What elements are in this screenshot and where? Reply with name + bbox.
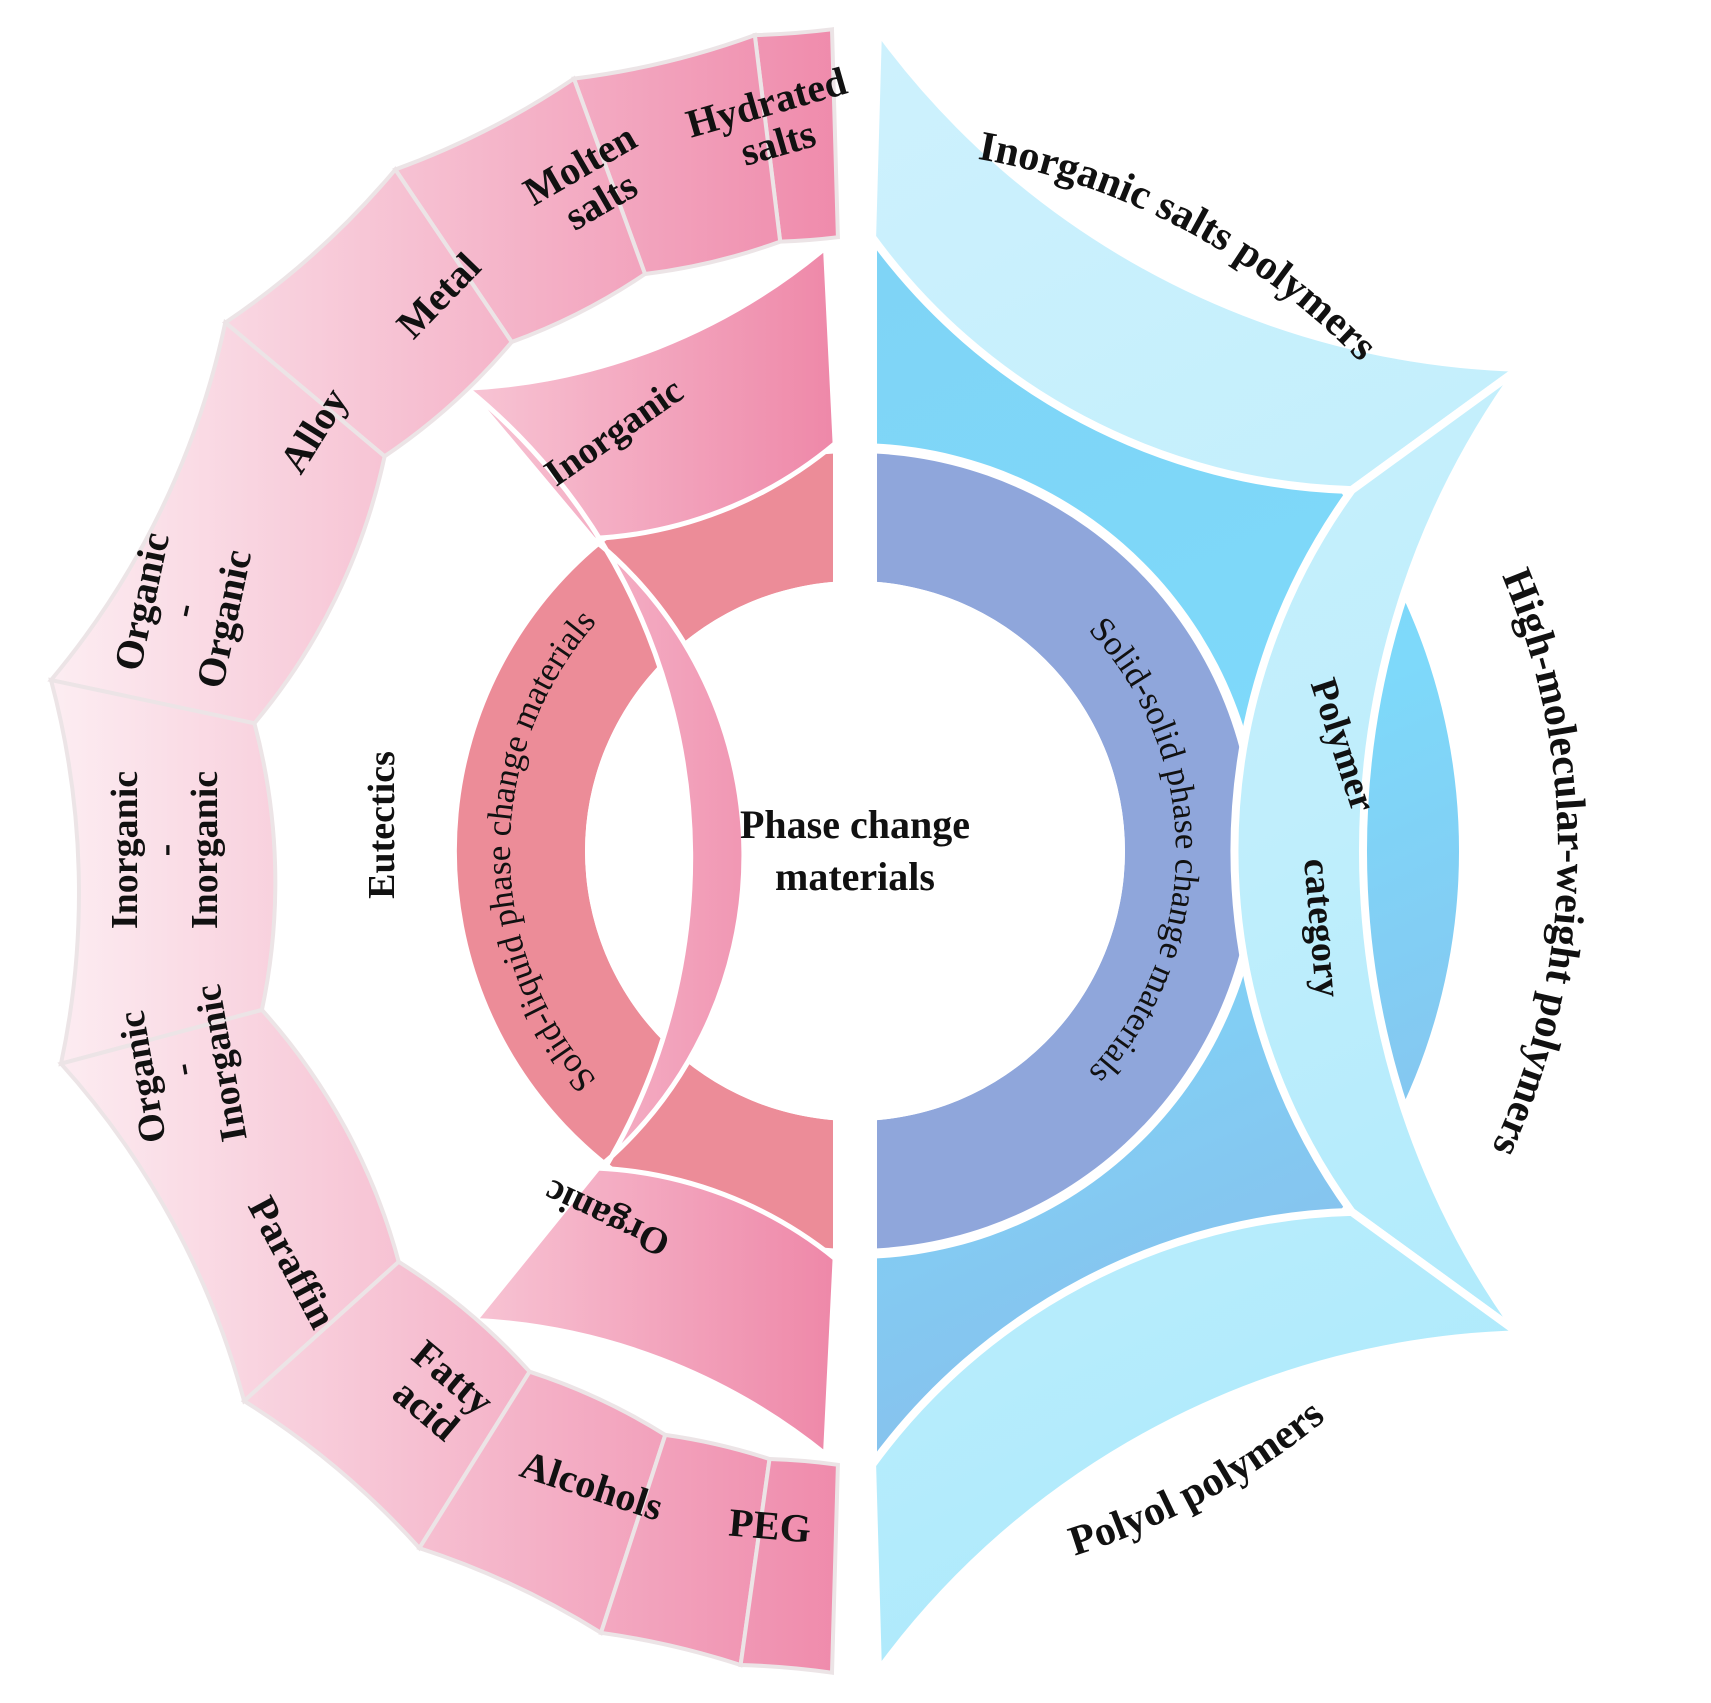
outer-label-peg: PEG [727,1499,813,1551]
outer-label-line: PEG [727,1499,813,1551]
inner-ring-left-segment [456,453,833,1249]
center-title-line2: materials [775,854,935,899]
outer-label-line: Inorganic [104,771,146,929]
outer-segment-peg [738,1456,840,1675]
outer-label-line: - [144,844,186,857]
outer-segment-high-molecular-weight-polymers [1230,364,1524,1338]
middle-eutectics-label: Eutectics [361,751,403,899]
inner-ring-right-segment [877,453,1254,1249]
outer-segment-polyol-polymers [868,1207,1532,1685]
outer-segment-inorganic-inorganic [48,677,278,1067]
middle-organic-segment [469,1165,838,1460]
ring-segments [47,17,1532,1685]
outer-high-molecular-weight-polymers-label: High-molecular-weight polymers [1483,562,1594,1163]
center-title-line1: Phase change [740,802,970,847]
outer-label-organic-organic: Organic-Organic [104,528,259,692]
outer-label-inorganic-inorganic: Inorganic-Inorganic [104,771,226,929]
outer-segment-inorganic-salts-polymers [868,17,1532,495]
outer-label-line: Inorganic [184,771,226,929]
